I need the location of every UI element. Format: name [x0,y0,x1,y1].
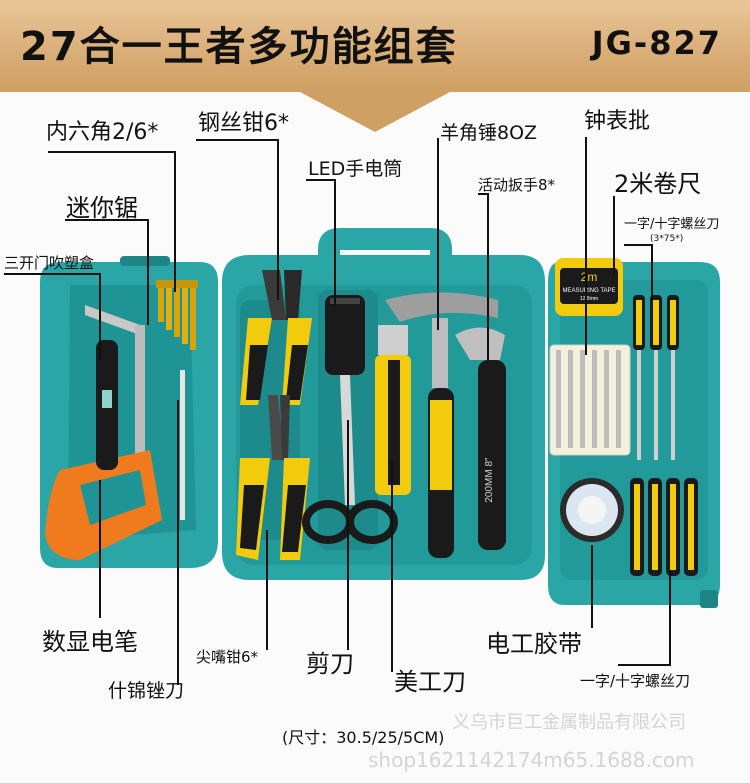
label-utility-knife: 美工刀 [394,668,466,696]
watermark-company: 义乌市巨工金属制品有限公司 [452,712,686,733]
label-hammer: 羊角锤8OZ [440,122,538,144]
label-led-flashlight: LED手电筒 [308,158,403,180]
mini-saw [45,305,162,560]
test-pen [96,340,118,470]
led-flashlight [325,295,365,375]
watermark-shop: shop1621142174m65.1688.com [368,748,695,772]
wire-pliers [240,270,312,405]
label-case: 三开门吹塑盒 [4,254,95,272]
tape-measure: 2m MEASURING TAPE 12.8mm [555,258,623,316]
claw-hammer [385,292,498,558]
tape-measure-subtext: MEASURING TAPE [562,288,615,294]
label-tape-measure: 2米卷尺 [614,170,702,198]
screwdrivers-bottom [630,478,698,576]
label-mini-saw: 迷你锯 [66,194,138,222]
product-title: 27合一王者多功能组套 [20,24,458,70]
label-test-pen: 数显电笔 [42,628,138,656]
label-file: 什锦锉刀 [108,680,185,702]
product-size: (尺寸：30.5/25/5CM) [282,728,445,747]
label-screwdriver-bottom: 一字/十字螺丝刀 [580,672,691,690]
label-electrical-tape: 电工胶带 [486,630,582,658]
needle-pliers [236,395,310,560]
tape-measure-subtext2: 12.8mm [580,296,598,302]
wrench-size-text: 200MM 8" [484,457,495,503]
utility-knife [375,325,411,495]
label-adjustable-wrench: 活动扳手8* [478,176,556,194]
label-watch-driver: 钟表批 [584,109,651,134]
adjustable-wrench: 200MM 8" [455,327,506,550]
label-scissors: 剪刀 [306,650,354,678]
label-needle-pliers: 尖嘴钳6* [196,648,259,666]
banner-notch [300,92,450,132]
model-number: JG-827 [591,24,722,62]
title-banner [0,0,750,92]
screwdrivers-top [633,295,679,460]
precision-screwdriver-set [549,344,631,456]
label-screwdriver-top: 一字/十字螺丝刀 [624,217,720,232]
electrical-tape [560,478,624,542]
file-rod [180,370,185,520]
tape-measure-text: 2m [581,270,598,284]
label-hex-key: 内六角2/6* [46,120,159,145]
callout-lines [4,137,671,685]
label-screwdriver-top-size: (3*75*) [650,234,684,244]
hex-keys [156,280,198,350]
label-wire-pliers: 钢丝钳6* [198,111,289,136]
